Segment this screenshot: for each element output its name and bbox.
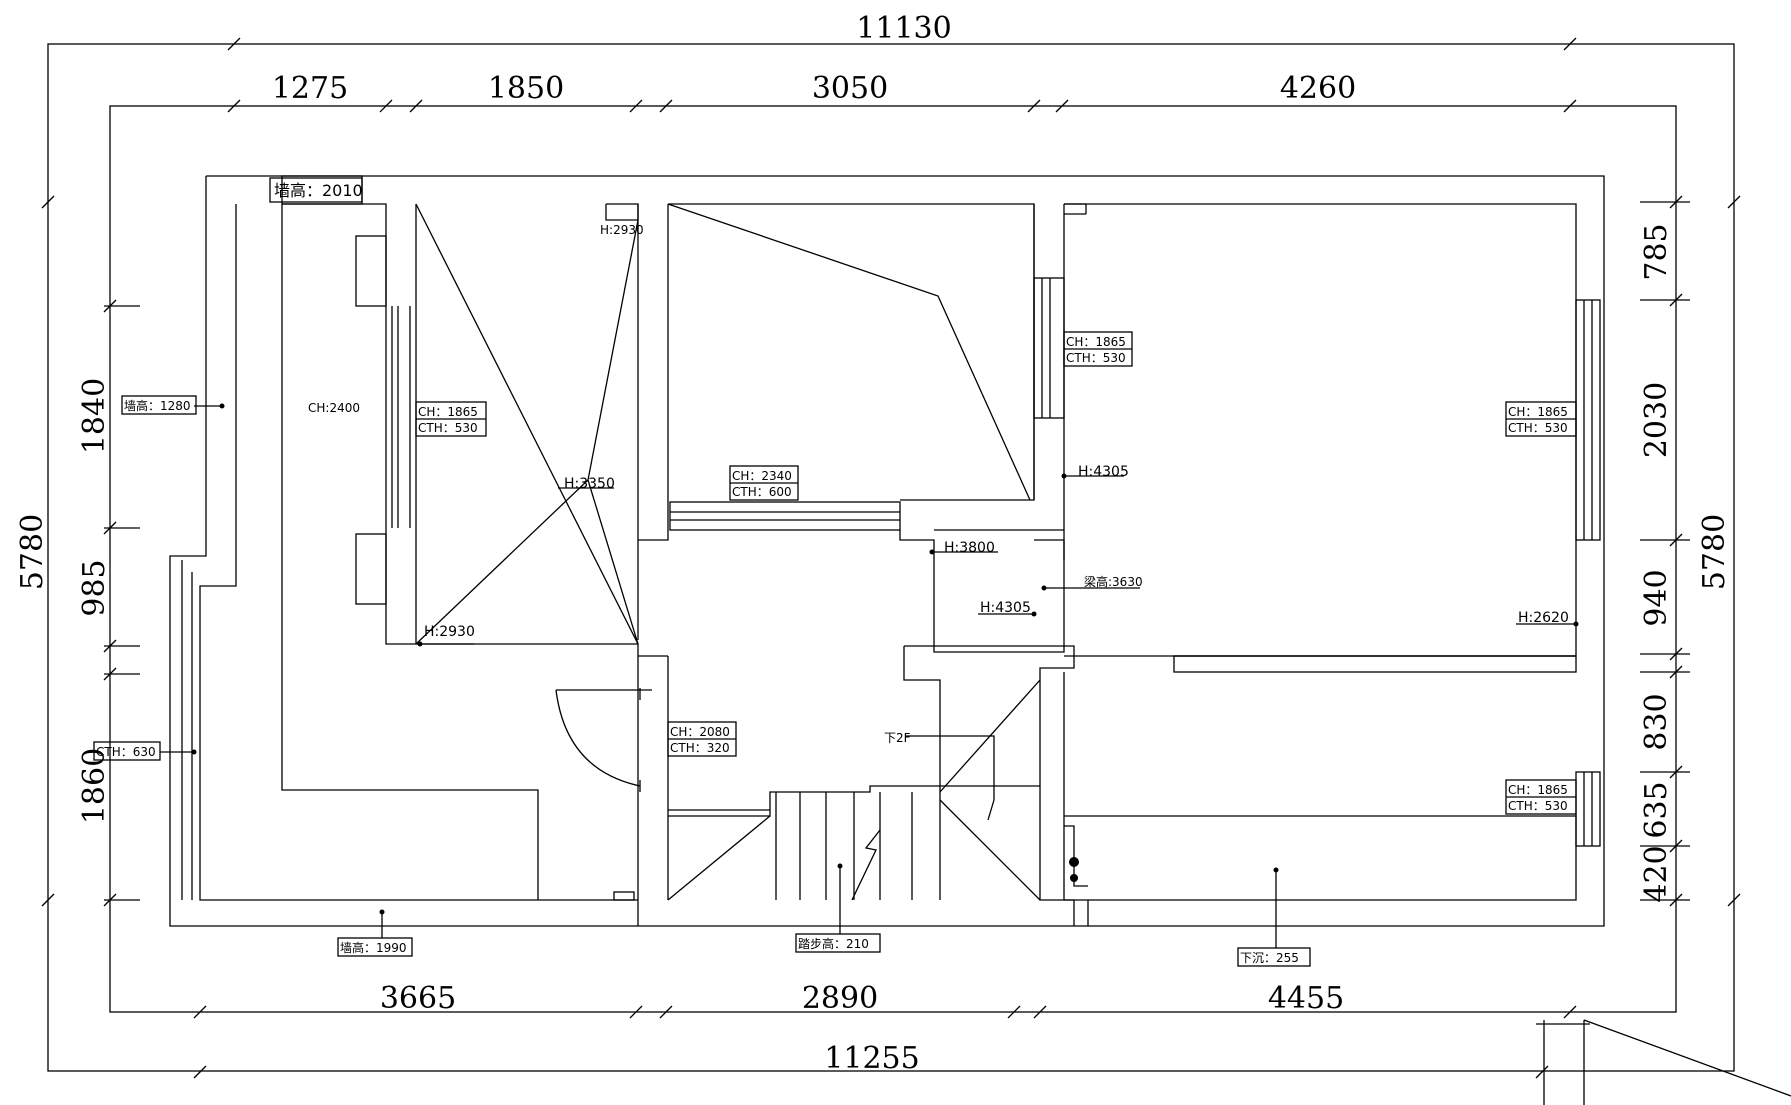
cth-left-label: CTH：630	[96, 745, 156, 759]
dim-bottom-overall: 11255	[824, 1041, 919, 1076]
step-height-label: 踏步高：210	[798, 936, 869, 951]
dim-top-overall: 11130	[856, 11, 951, 46]
window-b-cth-label: CTH：600	[732, 485, 792, 499]
dim-right-overall: 5780	[1697, 514, 1732, 590]
window-e-cth-label: CTH：530	[1508, 799, 1568, 813]
wall-height-left-label: 墙高：1280	[124, 398, 191, 413]
section-mark	[1536, 1019, 1791, 1105]
wall-height-bottom-label: 墙高：1990	[340, 940, 407, 955]
window-a-cth-label: CTH：530	[418, 421, 478, 435]
h-4305-mid-label: H:4305	[980, 600, 1031, 616]
dimension-ticks	[41, 37, 1741, 1079]
window-e-ch-label: CH：1865	[1508, 783, 1568, 797]
door-swing	[555, 688, 652, 792]
dim-right-seg-2: 2030	[1639, 382, 1674, 458]
leaders	[160, 403, 1579, 948]
door-cth-label: CTH：320	[670, 741, 730, 755]
dim-left-seg-1: 1840	[77, 378, 112, 454]
outlet-symbols	[1069, 857, 1079, 882]
ceiling-left-room-label: CH:2400	[308, 401, 360, 415]
wall-height-top-label: 墙高：2010	[274, 181, 363, 200]
door-ch-label: CH：2080	[670, 725, 730, 739]
h-3800-label: H:3800	[944, 540, 995, 556]
window-c-cth-label: CTH：530	[1066, 351, 1126, 365]
ceiling-slope-lines	[415, 203, 1031, 645]
annotation-labels: 墙高：2010 墙高：1280 墙高：1990 CH:2400 H:2930 H…	[96, 181, 1569, 965]
dim-left-overall: 5780	[15, 514, 50, 590]
beam-height-label: 梁高:3630	[1084, 574, 1143, 589]
window-b-ch-label: CH：2340	[732, 469, 792, 483]
h-2930-bottom-label: H:2930	[424, 624, 475, 640]
annotation-boxes	[93, 177, 1577, 967]
dim-top-seg-3: 3050	[812, 71, 888, 106]
dimension-labels: 11130 1275 1850 3050 4260 3665 2890 4455…	[15, 11, 1732, 1076]
dim-right-seg-3: 940	[1639, 569, 1674, 626]
dim-top-seg-1: 1275	[272, 71, 348, 106]
h-3350-label: H:3350	[564, 476, 615, 492]
sink-depth-label: 下沉：255	[1240, 951, 1299, 965]
dim-right-seg-6: 420	[1639, 845, 1674, 902]
window-d-cth-label: CTH：530	[1508, 421, 1568, 435]
window-a-ch-label: CH：1865	[418, 405, 478, 419]
dim-bottom-seg-1: 3665	[380, 981, 456, 1016]
window-d-ch-label: CH：1865	[1508, 405, 1568, 419]
dim-bottom-seg-3: 4455	[1268, 981, 1344, 1016]
dim-bottom-seg-2: 2890	[802, 981, 878, 1016]
dim-top-seg-2: 1850	[488, 71, 564, 106]
dim-top-seg-4: 4260	[1280, 71, 1356, 106]
dim-right-seg-5: 635	[1639, 781, 1674, 838]
dim-right-seg-4: 830	[1639, 693, 1674, 750]
stairs	[667, 679, 1041, 901]
h-2930-top-label: H:2930	[600, 223, 644, 237]
dim-right-seg-1: 785	[1639, 223, 1674, 280]
dimension-frame	[47, 43, 1735, 1072]
window-c-ch-label: CH：1865	[1066, 335, 1126, 349]
h-2620-label: H:2620	[1518, 610, 1569, 626]
stair-down-label: 下2F	[884, 731, 911, 745]
building-walls	[169, 175, 1605, 927]
dim-left-seg-2: 985	[77, 559, 112, 616]
h-4305-top-label: H:4305	[1078, 464, 1129, 480]
